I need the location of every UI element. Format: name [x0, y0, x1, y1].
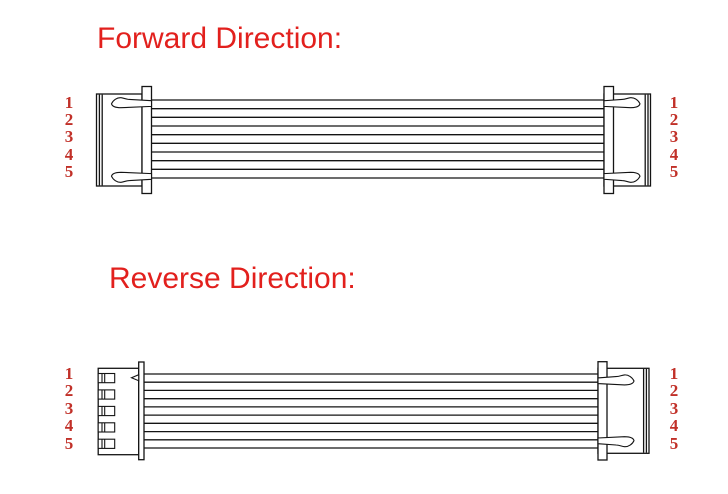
pin-label: 3	[64, 398, 74, 418]
pin-label: 4	[64, 416, 74, 436]
reverse-direction-title: Reverse Direction:	[109, 262, 356, 295]
reverse-right-receptacle-connector	[597, 361, 650, 461]
latch-contact	[603, 171, 641, 183]
forward-ribbon-wires	[151, 99, 604, 179]
reverse-left-pin-numbers: 1 2 3 4 5	[59, 364, 79, 453]
forward-direction-title: Forward Direction:	[97, 22, 343, 55]
pin-label: 4	[669, 416, 679, 436]
pin-label: 5	[64, 161, 74, 181]
pin-label: 3	[669, 127, 679, 147]
pin-label: 5	[669, 433, 679, 453]
reverse-cable-drawing	[97, 361, 650, 461]
pin-label: 5	[669, 161, 679, 181]
pin-label: 1	[64, 93, 74, 112]
forward-left-pin-numbers: 1 2 3 4 5	[59, 94, 79, 180]
latch-contact	[597, 436, 635, 448]
forward-cable-drawing	[95, 85, 652, 195]
forward-left-receptacle-connector	[95, 85, 153, 195]
pin-label: 3	[64, 127, 74, 147]
plug-pin-slots	[97, 372, 116, 449]
reverse-left-plug-connector	[97, 361, 145, 461]
pin-label: 4	[64, 144, 74, 164]
pin-label: 1	[669, 93, 679, 112]
reverse-ribbon-wires	[144, 373, 599, 449]
forward-right-receptacle-connector	[603, 85, 652, 195]
connector-collar	[141, 85, 153, 195]
connector-body	[95, 93, 143, 187]
latch-contact	[603, 97, 641, 109]
latch-contact	[597, 374, 635, 386]
pin-label: 5	[64, 433, 74, 453]
pin-label: 4	[669, 144, 679, 164]
connector-collar	[603, 85, 615, 195]
latch-contact	[110, 171, 153, 183]
pin-label: 1	[669, 364, 679, 383]
reverse-right-pin-numbers: 1 2 3 4 5	[664, 364, 684, 453]
latch-contact	[110, 97, 153, 109]
pin-label: 2	[669, 381, 679, 401]
connector-collar	[597, 361, 608, 461]
forward-right-pin-numbers: 1 2 3 4 5	[664, 94, 684, 180]
pin-label: 3	[669, 398, 679, 418]
pin-label: 2	[64, 381, 74, 401]
plug-mating-plate	[138, 361, 145, 461]
pin-label: 1	[64, 364, 74, 383]
pin-1-triangle-marker	[130, 373, 140, 382]
pin-label: 2	[669, 110, 679, 130]
pin-label: 2	[64, 110, 74, 130]
